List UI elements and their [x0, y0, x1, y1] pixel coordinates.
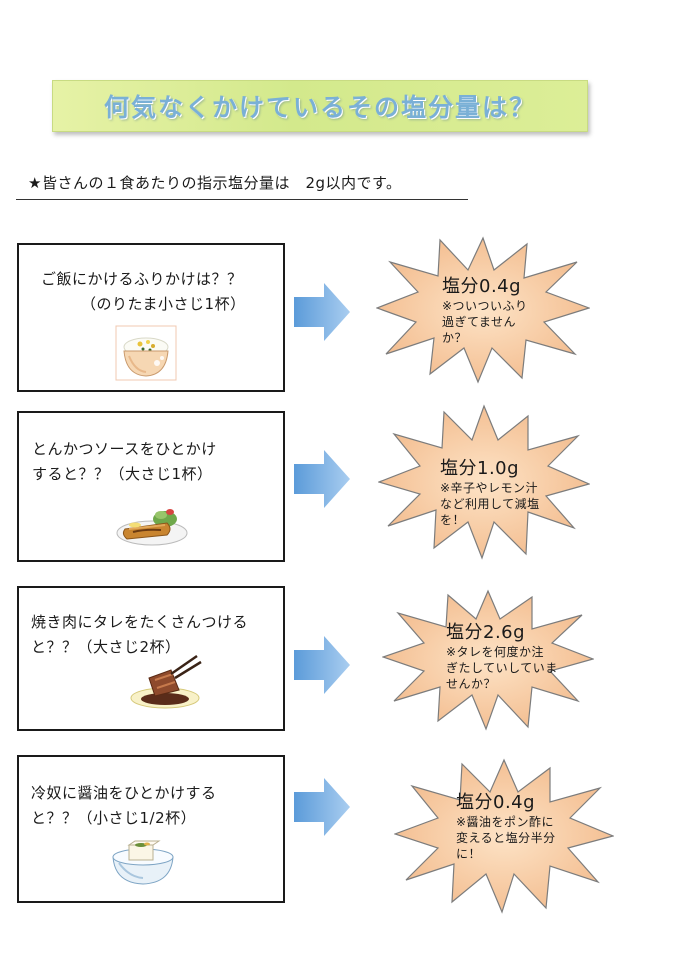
- salt-note-line: か？: [442, 331, 468, 345]
- salt-burst-shape: [394, 758, 614, 914]
- salt-amount: 塩分1.0g: [440, 458, 520, 479]
- notice-underline: [16, 199, 468, 200]
- salt-burst-shape: [382, 589, 594, 731]
- salt-info: 塩分0.4g ※ついついふり 過ぎてません か？: [442, 276, 528, 346]
- question-text: 焼き肉にタレをたくさんつける と？？（大さじ2杯）: [31, 610, 248, 660]
- question-card-furikake: ご飯にかけるふりかけは？？ （のりたま小さじ1杯）: [17, 243, 285, 392]
- question-text: ご飯にかけるふりかけは？？ （のりたま小さじ1杯）: [41, 267, 246, 317]
- question-line: 焼き肉にタレをたくさんつける: [31, 613, 249, 631]
- grilled-meat-chopsticks-icon: [130, 654, 202, 709]
- page-title: 何気なくかけているその塩分量は？: [103, 93, 536, 122]
- salt-burst-shape: [378, 404, 590, 560]
- salt-note-line: ※タレを何度か注: [446, 645, 545, 659]
- question-card-tonkatsu-sauce: とんかつソースをひとかけ すると？？（大さじ1杯）: [17, 411, 285, 562]
- question-line: とんかつソースをひとかけ: [32, 440, 217, 458]
- salt-info: 塩分1.0g ※辛子やレモン汁 など利用して減塩 を！: [440, 458, 540, 528]
- arrow-right-icon: [294, 636, 350, 694]
- salt-guideline-notice: ★皆さんの１食あたりの指示塩分量は 2g以内です。: [28, 174, 402, 192]
- rice-bowl-furikake-icon: [115, 325, 177, 381]
- salt-amount: 塩分2.6g: [446, 622, 526, 643]
- arrow-right-icon: [294, 778, 350, 836]
- salt-info: 塩分0.4g ※醤油をポン酢に 変えると塩分半分 に！: [456, 792, 556, 862]
- arrow-right-icon: [294, 450, 350, 508]
- hiyayakko-tofu-icon: [112, 840, 174, 885]
- salt-note-line: 変えると塩分半分: [456, 831, 556, 845]
- question-text: とんかつソースをひとかけ すると？？（大さじ1杯）: [32, 437, 217, 487]
- salt-burst-shape: [376, 236, 590, 384]
- tonkatsu-plate-icon: [116, 509, 188, 546]
- salt-amount: 塩分0.4g: [442, 276, 522, 297]
- salt-note-line: に！: [456, 847, 482, 861]
- title-banner: 何気なくかけているその塩分量は？: [52, 80, 588, 132]
- salt-note-line: せんか？: [446, 677, 497, 691]
- salt-note-line: など利用して減塩: [440, 497, 540, 511]
- question-text: 冷奴に醤油をひとかけする と？？（小さじ1/2杯）: [31, 781, 217, 831]
- arrow-right-icon: [294, 283, 350, 341]
- question-line: （のりたま小さじ1杯）: [81, 295, 246, 313]
- question-line: すると？？（大さじ1杯）: [32, 465, 213, 483]
- question-line: ご飯にかけるふりかけは？？: [41, 270, 243, 288]
- salt-note-line: を！: [440, 513, 466, 527]
- question-line: と？？（小さじ1/2杯）: [31, 809, 197, 827]
- question-card-yakiniku-sauce: 焼き肉にタレをたくさんつける と？？（大さじ2杯）: [17, 586, 285, 731]
- salt-note-line: ぎたしていしていま: [446, 661, 558, 675]
- salt-note-line: 過ぎてません: [442, 315, 517, 329]
- question-card-hiyayakko-soy-sauce: 冷奴に醤油をひとかけする と？？（小さじ1/2杯）: [17, 755, 285, 903]
- salt-note-line: ※ついついふり: [442, 299, 528, 313]
- salt-info: 塩分2.6g ※タレを何度か注 ぎたしていしていま せんか？: [446, 622, 558, 692]
- question-line: 冷奴に醤油をひとかけする: [31, 784, 217, 802]
- salt-amount: 塩分0.4g: [456, 792, 536, 813]
- salt-note-line: ※醤油をポン酢に: [456, 815, 555, 829]
- salt-note-line: ※辛子やレモン汁: [440, 481, 539, 495]
- question-line: と？？（大さじ2杯）: [31, 638, 181, 656]
